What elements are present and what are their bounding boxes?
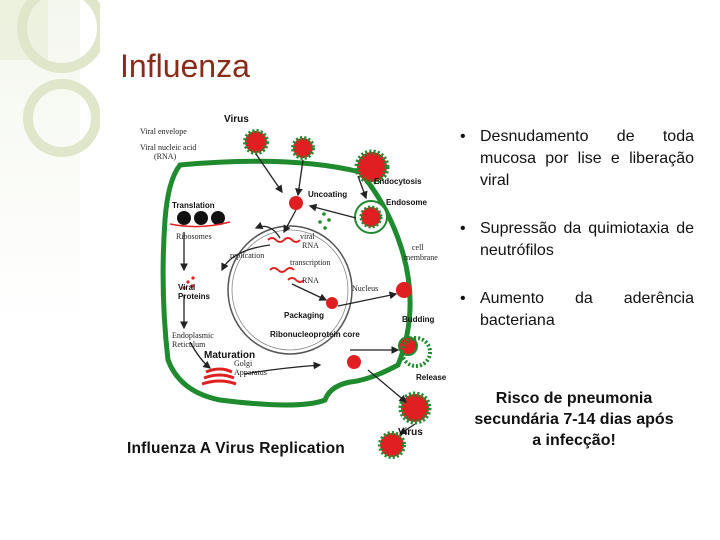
label-rna-transcript: RNA [302, 276, 319, 285]
label-replication: replication [230, 251, 264, 260]
label-packaging: Packaging [284, 311, 324, 320]
diagram-caption: Influenza A Virus Replication [127, 440, 345, 457]
label-endosome: Endosome [386, 198, 427, 207]
rnp-core-virion [347, 355, 361, 369]
ribosomes [169, 211, 231, 228]
bullet-item: Desnudamento de toda mucosa por lise e l… [458, 126, 694, 192]
label-viral-nucleic-acid: Viral nucleic acid [140, 143, 196, 152]
label-membrane: membrane [404, 253, 438, 262]
virion-bottom [378, 431, 406, 459]
budding-virion-1 [396, 282, 412, 298]
label-viral-proteins-1: Viral [178, 283, 195, 292]
label-viral-rna: RNA [302, 241, 319, 250]
virion-top [243, 129, 269, 155]
slide-title: Influenza [120, 48, 250, 84]
packaging-rnp [326, 297, 338, 309]
label-endocytosis: Endocytosis [374, 177, 422, 186]
golgi-apparatus [201, 367, 237, 386]
label-virus-top: Virus [224, 114, 249, 125]
label-golgi-2: Apparatus [234, 368, 267, 377]
label-golgi-1: Golgi [234, 359, 253, 368]
label-virus-bottom: Virus [398, 427, 423, 438]
viral-rna-strand [267, 237, 301, 243]
label-translation: Translation [172, 201, 215, 210]
label-er-1: Endoplasmic [172, 331, 214, 340]
risk-note: Risco de pneumonia secundária 7-14 dias … [474, 390, 674, 449]
influenza-replication-diagram: Virus Viral envelope Viral nucleic acid … [140, 114, 447, 459]
decorative-circles [0, 0, 100, 157]
virion-uncoating [289, 196, 303, 210]
label-ribosomes: Ribosomes [176, 232, 212, 241]
bullet-list: Desnudamento de toda mucosa por lise e l… [458, 126, 694, 358]
process-arrows [180, 153, 416, 435]
label-transcription: transcription [290, 258, 330, 267]
label-uncoating: Uncoating [308, 190, 347, 199]
label-viral-proteins-2: Proteins [178, 292, 211, 301]
label-maturation: Maturation [204, 350, 255, 361]
label-nucleus: Nucleus [352, 284, 378, 293]
release-virion [398, 391, 432, 425]
bullet-item: Supressão da quimiotaxia de neutrófilos [458, 218, 694, 262]
label-viral: viral [300, 232, 315, 241]
label-release: Release [416, 373, 447, 382]
virion-entering [291, 136, 315, 160]
label-rna: (RNA) [154, 152, 177, 161]
endosome-virion [354, 200, 388, 234]
bullet-item: Aumento da aderência bacteriana [458, 288, 694, 332]
budding-virion-3 [400, 336, 432, 368]
label-cell: cell [412, 243, 424, 252]
label-budding: Budding [402, 315, 435, 324]
uncoating-particles [318, 212, 331, 230]
label-rnp-core: Ribonucleoprotein core [270, 330, 360, 339]
label-er-2: Reticulum [172, 340, 206, 349]
virion-endocytosis [354, 149, 390, 185]
viral-proteins [182, 276, 195, 290]
label-viral-envelope: Viral envelope [140, 127, 187, 136]
